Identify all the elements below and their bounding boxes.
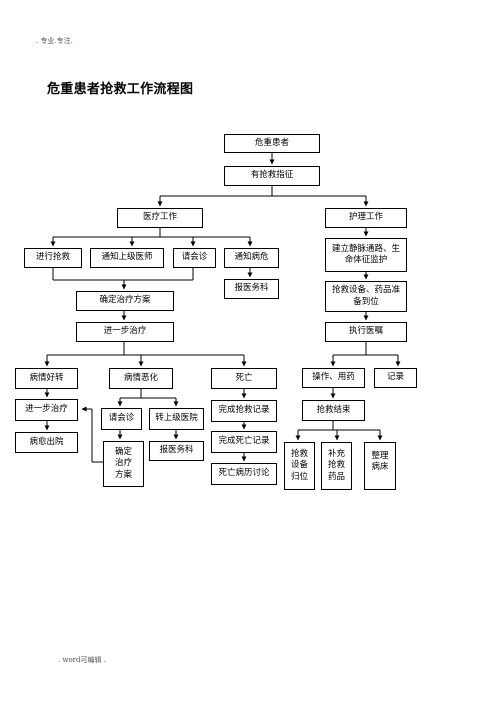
node-improved: 病情好转 [15,368,78,389]
node-execute-orders: 执行医嘱 [325,322,407,342]
node-notify-critical: 通知病危 [224,248,279,268]
node-determine-plan: 确定治疗方案 [103,441,144,487]
node-complete-rescue-record: 完成抢救记录 [211,400,277,422]
page-header: . 专业.专注. [36,37,73,45]
node-cured-discharge: 病愈出院 [15,432,78,453]
node-venous-access: 建立静脉通路、生命体征监护 [325,238,407,272]
node-consult-2: 请会诊 [101,408,142,430]
node-worsened: 病情恶化 [109,368,173,389]
page-footer: . word可编辑 . [58,656,106,664]
node-replenish-meds: 补充抢救药品 [321,442,352,490]
node-equipment-ready: 抢救设备、药品准备到位 [325,281,407,312]
node-further-treatment: 进一步治疗 [76,322,174,342]
node-transfer-hospital: 转上级医院 [149,408,204,430]
node-operation-meds: 操作、用药 [302,368,365,388]
node-medical-work: 医疗工作 [117,208,203,228]
node-death-discussion: 死亡病历讨论 [211,463,277,485]
node-record: 记录 [374,368,417,388]
node-equipment-return: 抢救设备归位 [284,442,315,490]
node-complete-death-record: 完成死亡记录 [211,431,277,453]
node-consult: 请会诊 [173,248,216,268]
node-death: 死亡 [211,368,277,389]
node-tidy-bed: 整理病床 [364,442,396,490]
node-notify-senior: 通知上级医师 [90,248,164,268]
node-further-treatment-2: 进一步治疗 [15,399,78,421]
node-treatment-plan: 确定治疗方案 [76,291,174,311]
node-rescue-end: 抢救结束 [302,400,365,421]
node-patient: 危重患者 [224,134,320,153]
node-indication: 有抢救指征 [224,166,320,186]
node-report-medical: 报医务科 [224,279,279,299]
node-nursing-work: 护理工作 [325,208,407,228]
page-title: 危重患者抢救工作流程图 [47,82,194,97]
node-rescue: 进行抢救 [24,248,82,268]
node-report-medical-2: 报医务科 [149,441,204,461]
